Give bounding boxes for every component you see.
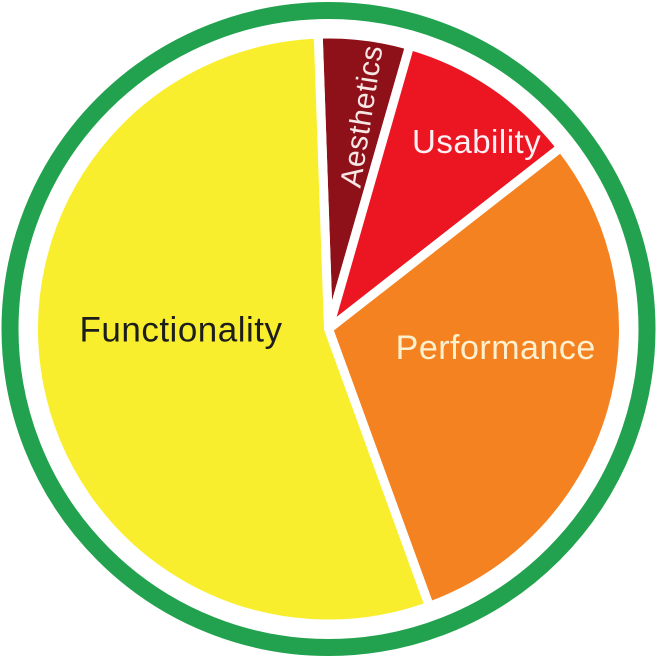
slice-label-usability: Usability bbox=[412, 123, 541, 160]
slice-performance bbox=[324, 142, 628, 611]
slice-label-functionality: Functionality bbox=[80, 310, 283, 349]
slice-label-performance: Performance bbox=[396, 329, 596, 367]
slice-usability bbox=[324, 40, 566, 334]
slices-group bbox=[29, 29, 628, 629]
slice-functionality bbox=[29, 29, 434, 629]
